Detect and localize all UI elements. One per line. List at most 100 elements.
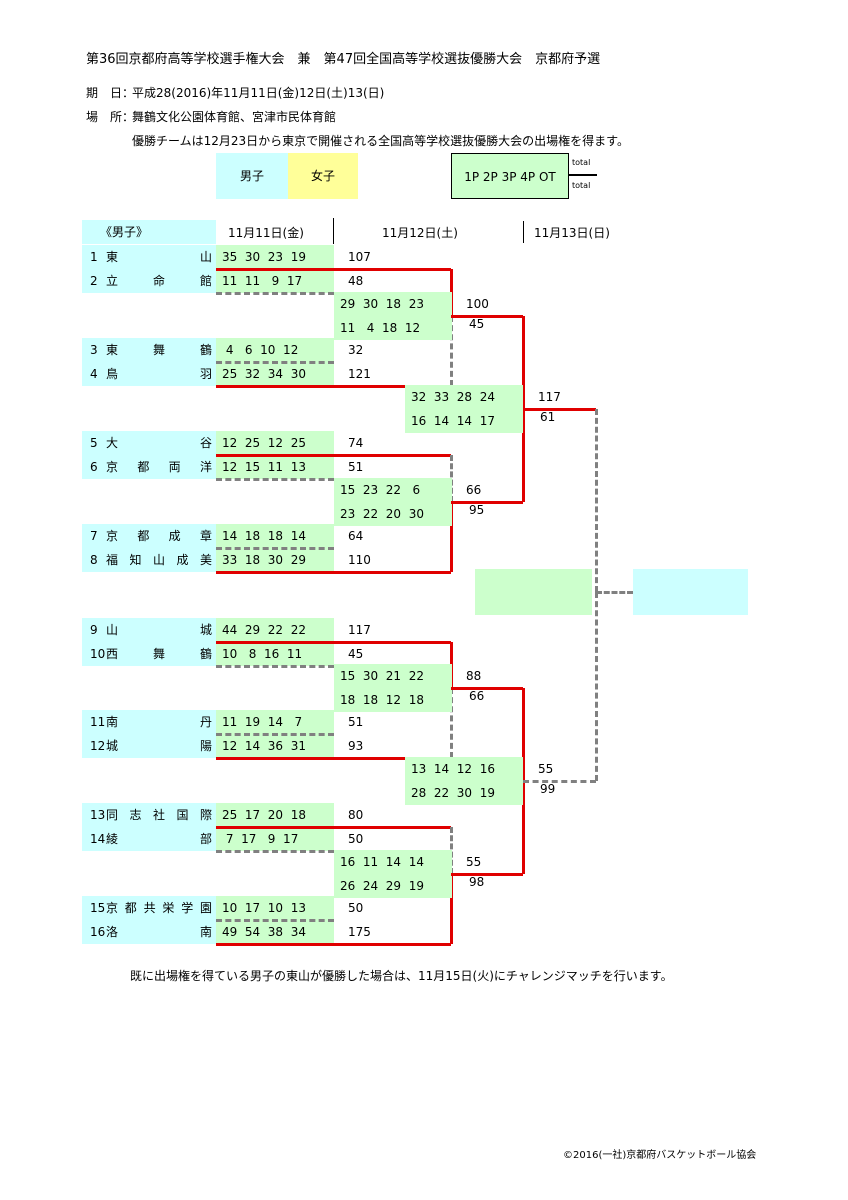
winner-line bbox=[451, 315, 523, 318]
team-name: 山城 bbox=[106, 623, 212, 637]
loser-line bbox=[216, 292, 334, 295]
team-total: 45 bbox=[348, 647, 364, 661]
period-scores: 26 24 29 19 bbox=[340, 879, 424, 893]
day3-label: 11月13日(日) bbox=[534, 226, 610, 240]
loser-line bbox=[595, 592, 598, 781]
period-scores: 15 30 21 22 bbox=[340, 669, 424, 683]
team-name: 洛南 bbox=[106, 925, 212, 939]
legend-boys: 男子 bbox=[216, 153, 288, 199]
period-scores: 13 14 12 16 bbox=[411, 762, 495, 776]
team-seed: 4 bbox=[90, 367, 98, 381]
loser-line bbox=[216, 547, 334, 550]
winner-line bbox=[216, 571, 334, 574]
period-scores: 18 18 12 18 bbox=[340, 693, 424, 707]
team-name: 福知山成美 bbox=[106, 553, 212, 567]
winner-line bbox=[216, 943, 334, 946]
period-scores: 23 22 20 30 bbox=[340, 507, 424, 521]
winner-line bbox=[334, 385, 451, 388]
team-row: 3 東舞鶴 bbox=[82, 338, 216, 362]
team-total: 117 bbox=[348, 623, 371, 637]
legend-periods: 1P 2P 3P 4P OT bbox=[451, 153, 569, 199]
period-scores: 12 14 36 31 bbox=[222, 739, 306, 753]
period-scores: 11 11 9 17 bbox=[222, 274, 303, 288]
team-seed: 11 bbox=[90, 715, 106, 729]
period-scores: 10 8 16 11 bbox=[222, 647, 303, 661]
challenge-match-note: 既に出場権を得ている男子の東山が優勝した場合は、11月15日(火)にチャレンジマ… bbox=[130, 969, 673, 983]
team-row: 8 福知山成美 bbox=[82, 548, 216, 572]
team-total: 74 bbox=[348, 436, 364, 450]
day2-label: 11月12日(土) bbox=[382, 226, 458, 240]
team-total: 107 bbox=[348, 250, 371, 264]
day1-label: 11月11日(金) bbox=[228, 226, 304, 240]
period-scores: 10 17 10 13 bbox=[222, 901, 306, 915]
team-total: 93 bbox=[348, 739, 364, 753]
team-total: 61 bbox=[540, 410, 556, 424]
team-seed: 14 bbox=[90, 832, 106, 846]
team-total: 175 bbox=[348, 925, 371, 939]
team-seed: 6 bbox=[90, 460, 98, 474]
loser-line bbox=[450, 688, 453, 758]
team-seed: 10 bbox=[90, 647, 106, 661]
winner-line bbox=[216, 454, 334, 457]
team-seed: 15 bbox=[90, 901, 106, 915]
loser-line bbox=[450, 316, 453, 386]
period-scores: 16 11 14 14 bbox=[340, 855, 424, 869]
team-name: 同志社国際 bbox=[106, 808, 212, 822]
team-seed: 3 bbox=[90, 343, 98, 357]
period-scores: 11 4 18 12 bbox=[340, 321, 421, 335]
team-total: 64 bbox=[348, 529, 364, 543]
team-total: 45 bbox=[469, 317, 485, 331]
period-scores: 49 54 38 34 bbox=[222, 925, 306, 939]
period-scores: 28 22 30 19 bbox=[411, 786, 495, 800]
team-seed: 2 bbox=[90, 274, 98, 288]
loser-line bbox=[216, 850, 334, 853]
team-seed: 5 bbox=[90, 436, 98, 450]
winner-line bbox=[522, 316, 525, 409]
team-total: 55 bbox=[466, 855, 482, 869]
team-seed: 8 bbox=[90, 553, 98, 567]
winner-line bbox=[334, 943, 451, 946]
winner-line bbox=[334, 571, 451, 574]
loser-line bbox=[216, 361, 334, 364]
winner-line bbox=[334, 268, 451, 271]
team-total: 98 bbox=[469, 875, 485, 889]
team-name: 立命館 bbox=[106, 274, 212, 288]
team-total: 32 bbox=[348, 343, 364, 357]
team-seed: 7 bbox=[90, 529, 98, 543]
team-name: 京都両洋 bbox=[106, 460, 212, 474]
team-total: 110 bbox=[348, 553, 371, 567]
copyright: ©2016(一社)京都府バスケットボール協会 bbox=[563, 1150, 757, 1161]
winner-line bbox=[216, 268, 334, 271]
team-name: 西舞鶴 bbox=[106, 647, 212, 661]
date-label: 期 日： bbox=[86, 86, 135, 100]
team-name: 京都成章 bbox=[106, 529, 212, 543]
team-total: 51 bbox=[348, 715, 364, 729]
winner-line bbox=[334, 826, 451, 829]
legend-total-top: total bbox=[572, 158, 591, 167]
bracket-section-label: 《男子》 bbox=[82, 220, 216, 244]
team-name: 東舞鶴 bbox=[106, 343, 212, 357]
period-scores: 12 25 12 25 bbox=[222, 436, 306, 450]
loser-line bbox=[216, 665, 334, 668]
day-divider bbox=[333, 218, 334, 244]
team-name: 綾部 bbox=[106, 832, 212, 846]
team-total: 66 bbox=[466, 483, 482, 497]
team-seed: 12 bbox=[90, 739, 106, 753]
